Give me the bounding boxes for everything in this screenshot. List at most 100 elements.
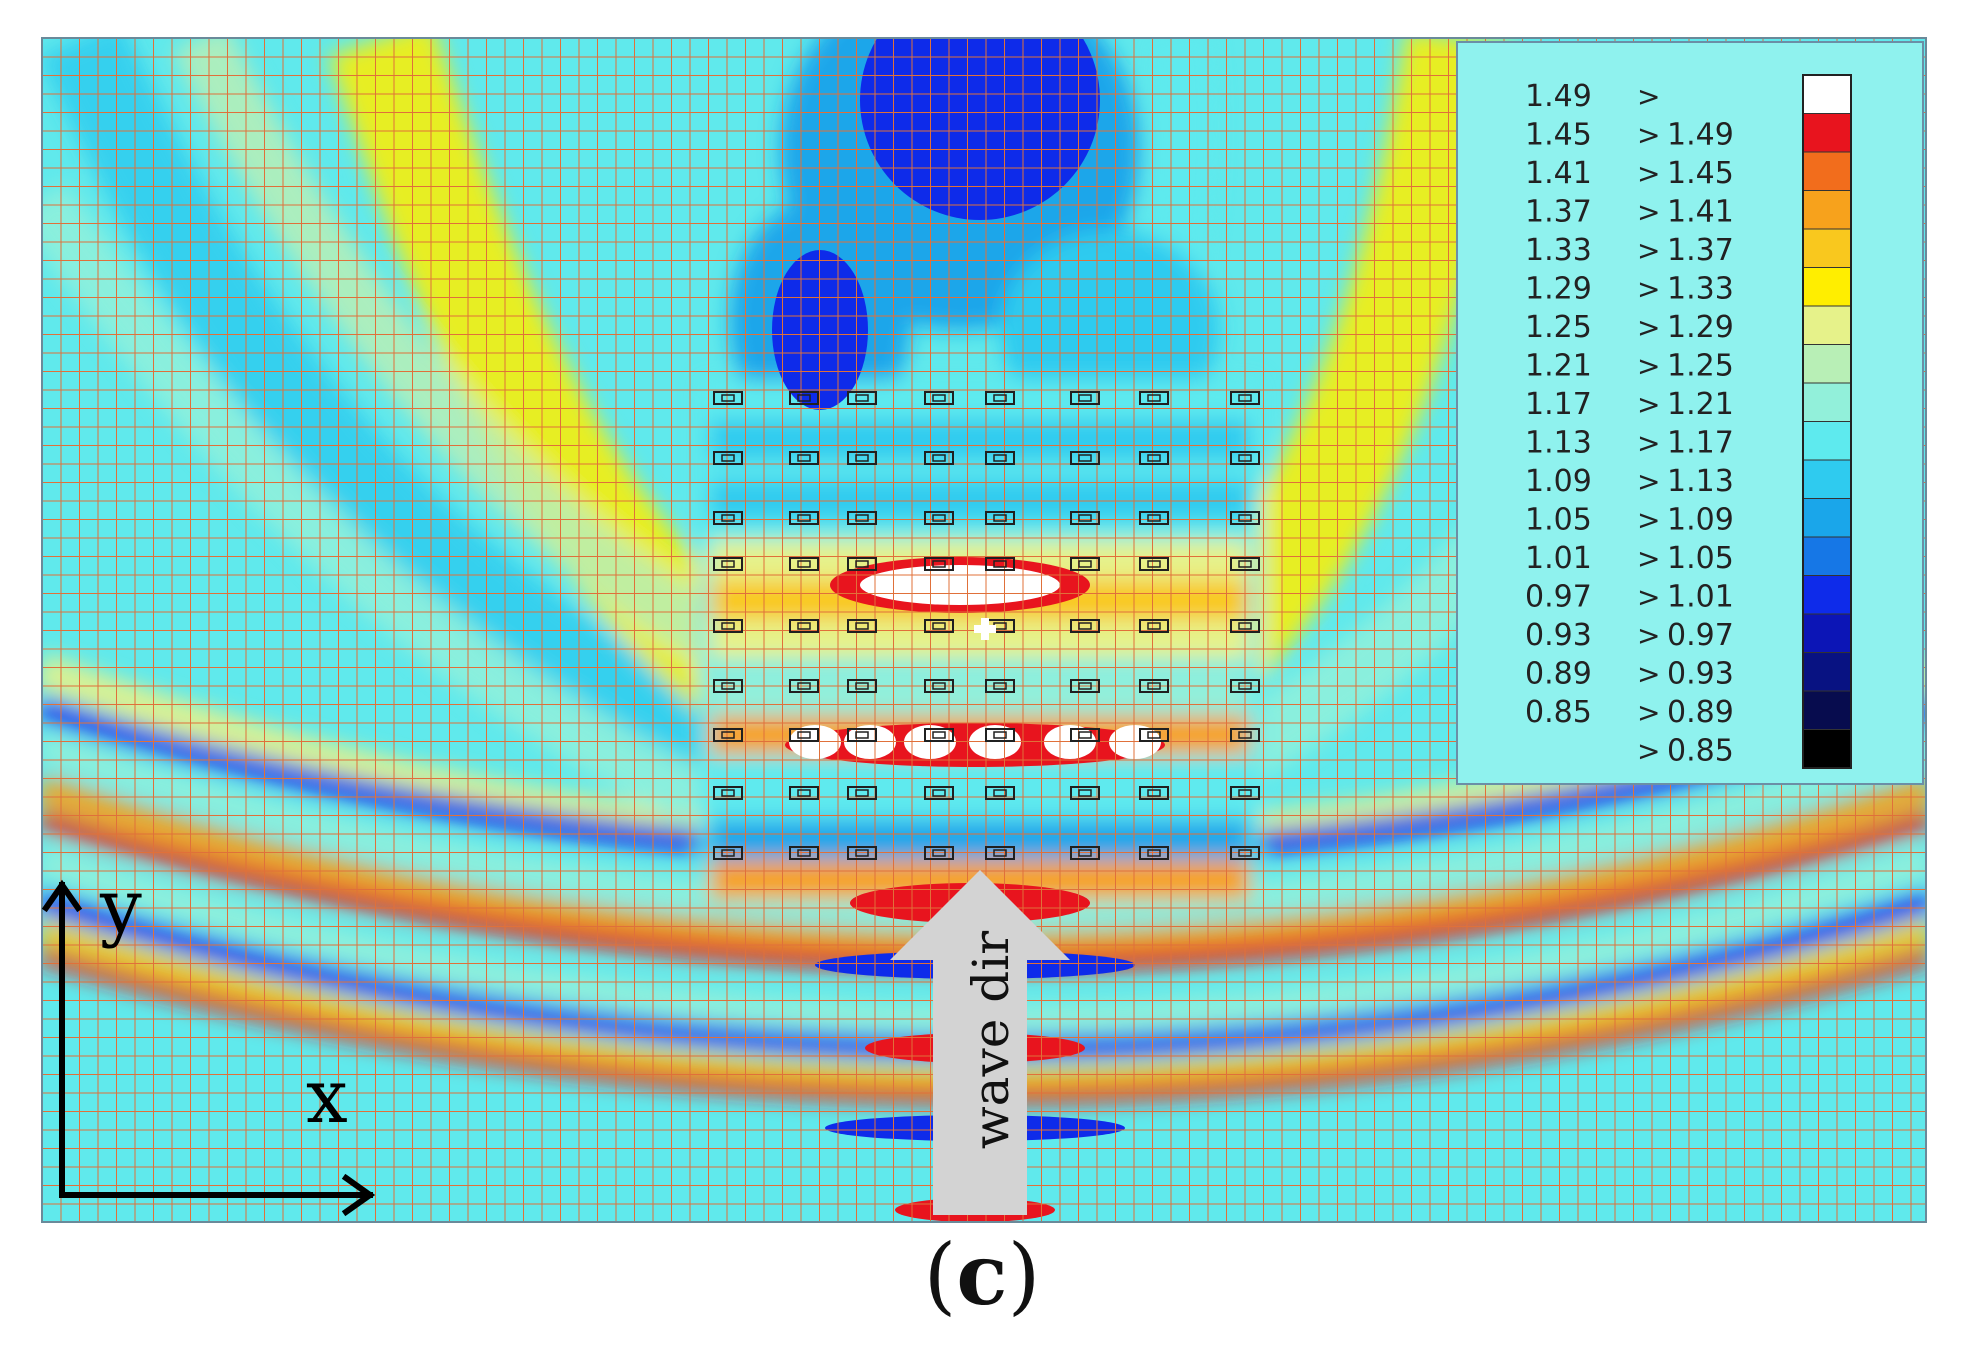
cylinder-r0-c0 (713, 391, 743, 405)
cylinder-core-r2-c4 (993, 514, 1007, 522)
cylinder-r1-c7 (1230, 451, 1260, 465)
cylinder-core-r5-c2 (855, 682, 869, 690)
legend-panel: 1.49>1.45>1.491.41>1.451.37>1.411.33>1.3… (1456, 41, 1924, 785)
cylinder-r6-c4 (985, 728, 1015, 742)
cylinder-core-r2-c1 (797, 514, 811, 522)
legend-gt-10: > (1637, 465, 1660, 498)
legend-high-2: 1.45 (1667, 156, 1734, 191)
legend-swatch-0 (1802, 74, 1852, 114)
cylinder-r1-c3 (924, 451, 954, 465)
cylinder-core-r3-c4 (993, 560, 1007, 568)
cylinder-r8-c3 (924, 846, 954, 860)
legend-high-12: 1.05 (1667, 541, 1734, 576)
cylinder-core-r7-c1 (797, 789, 811, 797)
cylinder-core-r8-c0 (721, 849, 735, 857)
legend-high-1: 1.49 (1667, 118, 1734, 153)
legend-high-16: 0.89 (1667, 695, 1734, 730)
cylinder-core-r1-c6 (1147, 454, 1161, 462)
cylinder-core-r0-c4 (993, 394, 1007, 402)
cylinder-r7-c0 (713, 786, 743, 800)
cylinder-core-r5-c3 (932, 682, 946, 690)
cylinder-r3-c4 (985, 557, 1015, 571)
cylinder-core-r8-c1 (797, 849, 811, 857)
cylinder-r1-c2 (847, 451, 877, 465)
cylinder-r1-c0 (713, 451, 743, 465)
cylinder-core-r4-c0 (721, 622, 735, 630)
cylinder-core-r3-c5 (1078, 560, 1092, 568)
legend-swatch-2 (1802, 151, 1852, 191)
cylinder-core-r0-c1 (797, 394, 811, 402)
cylinder-r7-c3 (924, 786, 954, 800)
legend-gt-14: > (1637, 619, 1660, 652)
legend-swatch-11 (1802, 498, 1852, 538)
cylinder-core-r0-c5 (1078, 394, 1092, 402)
cylinder-r5-c6 (1139, 679, 1169, 693)
legend-gt-17: > (1637, 735, 1660, 768)
cylinder-r4-c2 (847, 619, 877, 633)
cylinder-core-r8-c4 (993, 849, 1007, 857)
cylinder-r6-c7 (1230, 728, 1260, 742)
x-axis-arrow (59, 1173, 376, 1217)
cylinder-r0-c4 (985, 391, 1015, 405)
cylinder-r1-c1 (789, 451, 819, 465)
cylinder-core-r7-c4 (993, 789, 1007, 797)
wave-direction-label: wave dir (962, 931, 1020, 1149)
y-axis-label: y (99, 864, 142, 950)
legend-swatch-14 (1802, 613, 1852, 653)
cylinder-r7-c6 (1139, 786, 1169, 800)
legend-high-15: 0.93 (1667, 657, 1734, 692)
cylinder-r3-c7 (1230, 557, 1260, 571)
cylinder-core-r6-c0 (721, 731, 735, 739)
legend-low-13: 0.97 (1525, 580, 1592, 615)
cylinder-r2-c4 (985, 511, 1015, 525)
cylinder-array (713, 391, 1260, 860)
cylinder-r5-c4 (985, 679, 1015, 693)
legend-low-11: 1.05 (1525, 503, 1592, 538)
cylinder-r5-c1 (789, 679, 819, 693)
cylinder-r3-c3 (924, 557, 954, 571)
cylinder-r8-c1 (789, 846, 819, 860)
cylinder-r1-c6 (1139, 451, 1169, 465)
legend-low-3: 1.37 (1525, 195, 1592, 230)
cylinder-core-r8-c6 (1147, 849, 1161, 857)
cylinder-r3-c5 (1070, 557, 1100, 571)
legend-high-4: 1.37 (1667, 233, 1734, 268)
cylinder-core-r4-c6 (1147, 622, 1161, 630)
legend-low-9: 1.13 (1525, 426, 1592, 461)
legend-high-14: 0.97 (1667, 618, 1734, 653)
cylinder-r1-c5 (1070, 451, 1100, 465)
legend-high-13: 1.01 (1667, 580, 1734, 615)
legend-high-7: 1.25 (1667, 349, 1734, 384)
cylinder-r2-c2 (847, 511, 877, 525)
cylinder-core-r2-c6 (1147, 514, 1161, 522)
cylinder-r2-c6 (1139, 511, 1169, 525)
cylinder-core-r8-c7 (1238, 849, 1252, 857)
cylinder-r4-c6 (1139, 619, 1169, 633)
cylinder-r5-c0 (713, 679, 743, 693)
legend-low-15: 0.89 (1525, 657, 1592, 692)
caption-label: c (956, 1225, 1008, 1324)
cylinder-core-r7-c2 (855, 789, 869, 797)
cylinder-r4-c1 (789, 619, 819, 633)
cylinder-r8-c5 (1070, 846, 1100, 860)
wave-direction-arrow: wave dir (890, 870, 1070, 1215)
legend-low-10: 1.09 (1525, 464, 1592, 499)
legend-swatch-6 (1802, 305, 1852, 345)
legend-low-2: 1.41 (1525, 156, 1592, 191)
cylinder-core-r6-c5 (1078, 731, 1092, 739)
cylinder-r0-c1 (789, 391, 819, 405)
legend-gt-3: > (1637, 196, 1660, 229)
cylinder-r2-c5 (1070, 511, 1100, 525)
legend-swatch-5 (1802, 267, 1852, 307)
cylinder-r6-c5 (1070, 728, 1100, 742)
cylinder-core-r8-c2 (855, 849, 869, 857)
cylinder-core-r5-c6 (1147, 682, 1161, 690)
legend-swatch-15 (1802, 652, 1852, 692)
cylinder-r8-c0 (713, 846, 743, 860)
cylinder-core-r6-c3 (932, 731, 946, 739)
cylinder-core-r3-c0 (721, 560, 735, 568)
cylinder-core-r0-c0 (721, 394, 735, 402)
legend-low-6: 1.25 (1525, 310, 1592, 345)
cylinder-r6-c1 (789, 728, 819, 742)
cylinder-core-r7-c3 (932, 789, 946, 797)
